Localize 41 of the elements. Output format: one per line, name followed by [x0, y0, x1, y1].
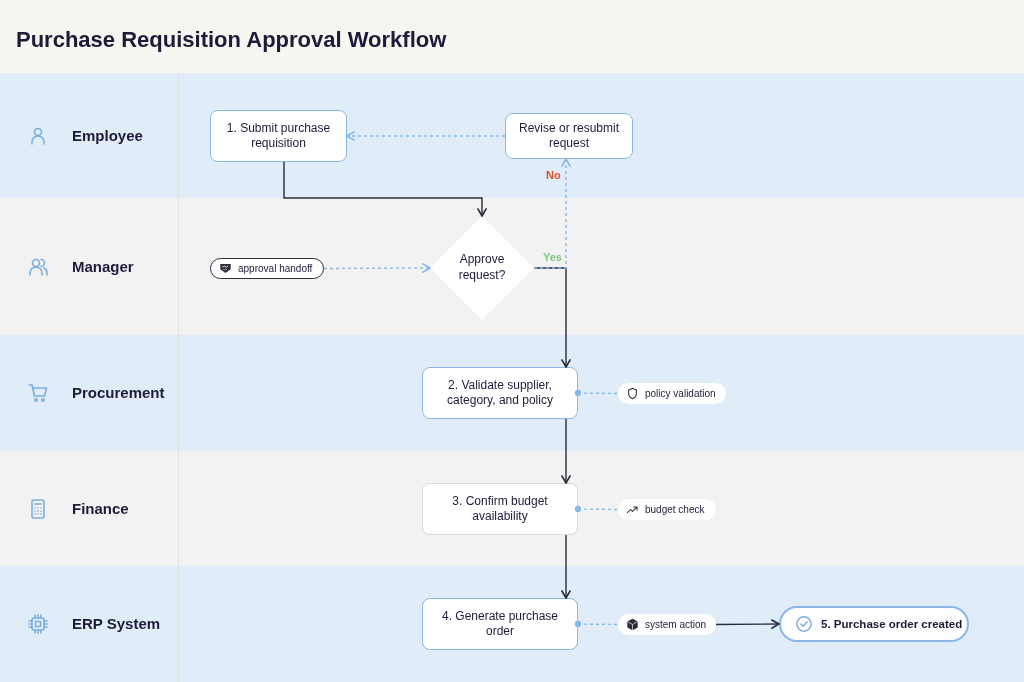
- step-label: 4. Generate purchase order: [440, 609, 560, 639]
- tag-label: approval handoff: [238, 263, 313, 274]
- swimlane: [0, 451, 1024, 566]
- tag-label: policy validation: [645, 388, 716, 399]
- edge-label: No: [544, 169, 563, 181]
- tag-pill: [210, 258, 324, 279]
- process-box: [422, 598, 578, 650]
- arrow: [283, 161, 488, 217]
- arrow: [715, 618, 780, 630]
- step-label: 3. Confirm budget availability: [451, 494, 549, 524]
- step-label: 1. Submit purchase requisition: [225, 121, 332, 151]
- lane-label: Finance: [72, 499, 129, 517]
- end-pill: [779, 606, 969, 642]
- arrow: [323, 262, 431, 274]
- process-box: [422, 367, 578, 419]
- diagram-title: Purchase Requisition Approval Workflow: [16, 27, 447, 53]
- arrow: [533, 158, 572, 269]
- step-label: 2. Validate supplier, category, and policy: [446, 378, 554, 408]
- process-box: [505, 113, 633, 159]
- tag-pill: [618, 499, 716, 520]
- tag-label: budget check: [645, 504, 705, 515]
- edge-label: Yes: [541, 251, 564, 263]
- swimlane: [0, 73, 1024, 198]
- arrow: [560, 534, 572, 599]
- lane-label: Manager: [72, 257, 134, 275]
- tag-pill: [618, 383, 726, 404]
- lane-label: Procurement: [72, 384, 165, 401]
- decision-label: Approve request?: [457, 252, 507, 284]
- step-label: Revise or resubmit request: [518, 121, 620, 151]
- swimlane: [0, 335, 1024, 451]
- tag-label: system action: [645, 619, 707, 630]
- arrow: [560, 418, 572, 484]
- swimlane: [0, 198, 1024, 335]
- lane-label: Employee: [72, 126, 143, 144]
- arrow: [346, 130, 506, 142]
- process-box: [422, 483, 578, 535]
- step-label: 5. Purchase order created: [821, 618, 963, 630]
- swimlane: [0, 566, 1024, 682]
- tag-pill: [618, 614, 716, 635]
- process-box: [210, 110, 347, 162]
- lane-label: ERP System: [72, 615, 161, 632]
